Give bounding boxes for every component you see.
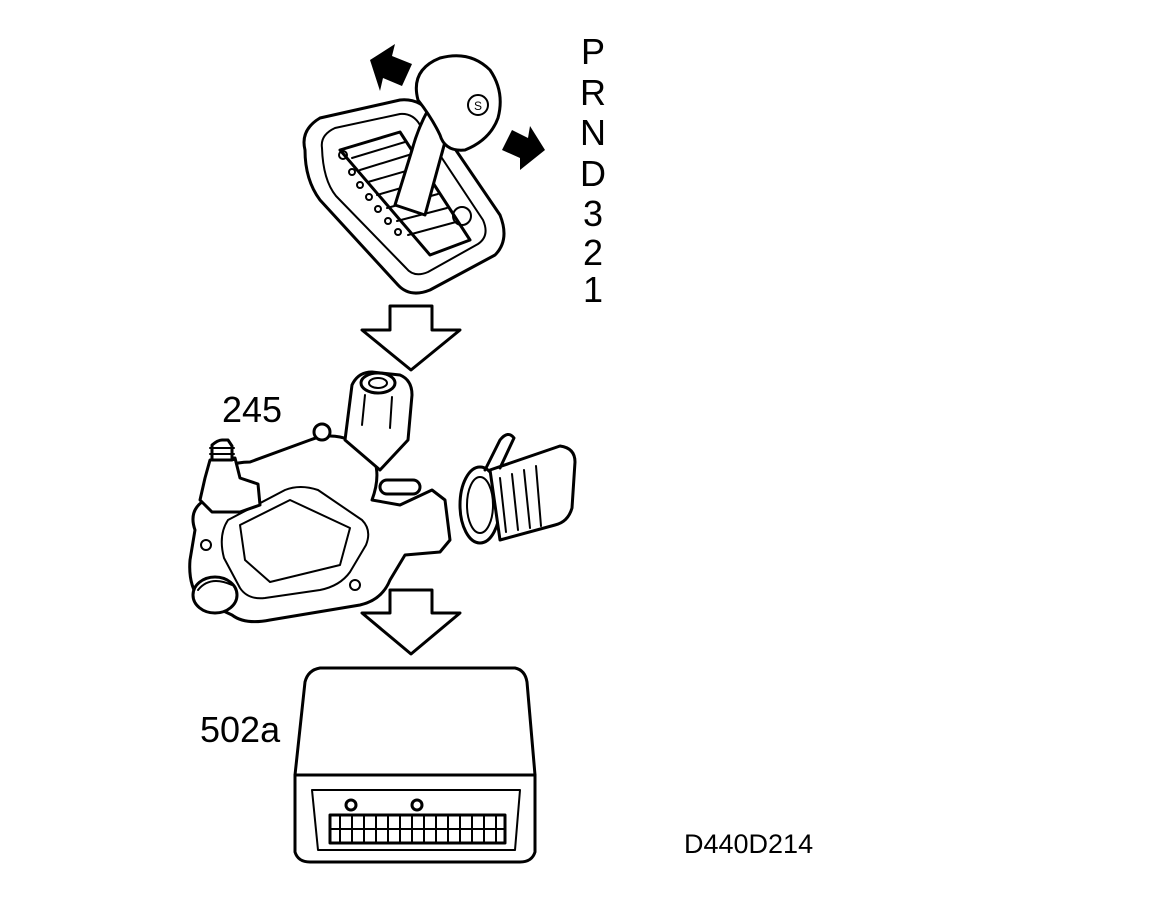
- direction-arrow-icon: [370, 44, 412, 91]
- gear-position: 2: [583, 232, 603, 273]
- selector-switch-illustration: [188, 370, 577, 624]
- gear-position: D: [580, 153, 606, 194]
- selector-switch-label: 245: [222, 389, 282, 430]
- direction-arrow-icon: [502, 126, 545, 170]
- gear-position: 1: [583, 269, 603, 310]
- control-module-label: 502a: [200, 709, 281, 750]
- gear-position: 3: [583, 193, 603, 234]
- gear-lever-icon: [414, 54, 502, 152]
- control-module-illustration: [293, 666, 537, 864]
- gear-position: P: [581, 31, 605, 72]
- svg-text:S: S: [474, 99, 482, 113]
- gear-position: N: [580, 112, 606, 153]
- figure-code: D440D214: [684, 829, 813, 859]
- gear-selector-illustration: S: [302, 44, 545, 295]
- gear-position: R: [580, 72, 606, 113]
- flow-arrow-down-icon: [360, 304, 462, 372]
- flow-arrow-down-icon: [360, 588, 462, 656]
- gear-position-list: P R N D 3 2 1: [580, 31, 606, 310]
